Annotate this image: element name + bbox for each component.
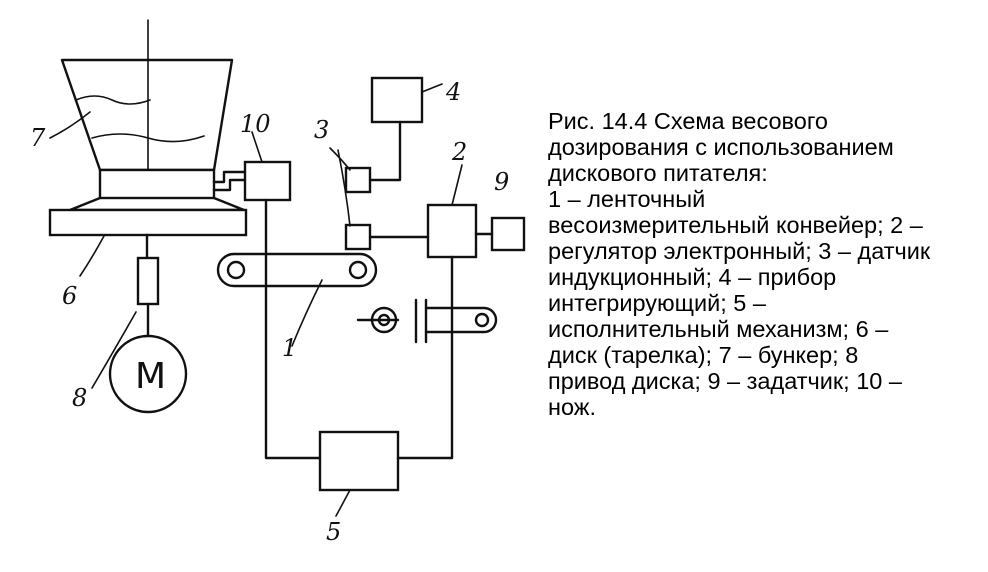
caption-line: индукционный; 4 – прибор: [548, 264, 837, 290]
label-8: 8: [72, 384, 87, 412]
label-3: 3: [314, 116, 329, 144]
inductive-sensors: [329, 147, 372, 251]
label-6: 6: [62, 282, 77, 310]
caption-line: интегрирующий; 5 –: [548, 290, 766, 316]
caption-line: диск (тарелка); 7 – бункер; 8: [548, 342, 859, 368]
motor-letter: M: [135, 356, 166, 397]
caption-line: дискового питателя:: [548, 160, 768, 186]
label-5: 5: [326, 518, 341, 546]
hopper-bunker: [60, 19, 246, 212]
caption-line: нож.: [548, 394, 597, 420]
disc-drive: M: [108, 233, 188, 414]
dosing-scheme-diagram: M: [30, 19, 526, 546]
electronic-regulator: [368, 164, 478, 259]
disc-plate: [48, 208, 248, 237]
knife-block: [212, 160, 292, 202]
caption-line: регулятор электронный; 3 – датчик: [548, 238, 931, 264]
label-4: 4: [445, 78, 461, 106]
label-9: 9: [494, 168, 509, 196]
label-2: 2: [451, 138, 467, 166]
leader-lines: [49, 111, 351, 517]
caption-line: дозирования с использованием: [548, 134, 894, 160]
actuator-mechanism: [264, 198, 498, 492]
figure-caption: Рис. 14.4 Схема весового дозирования с и…: [548, 108, 980, 420]
label-7: 7: [30, 124, 46, 152]
integrating-instrument: [368, 76, 443, 182]
caption-line: 1 – ленточный: [548, 186, 706, 212]
caption-line: Рис. 14.4 Схема весового: [548, 108, 828, 134]
label-10: 10: [240, 110, 271, 138]
setpoint-device: [474, 216, 526, 252]
belt-conveyor: [216, 252, 378, 288]
label-1: 1: [282, 334, 297, 362]
caption-line: привод диска; 9 – задатчик; 10 –: [548, 368, 902, 394]
caption-line: весоизмерительный конвейер; 2 –: [548, 212, 923, 238]
caption-line: исполнительный механизм; 6 –: [548, 316, 889, 342]
